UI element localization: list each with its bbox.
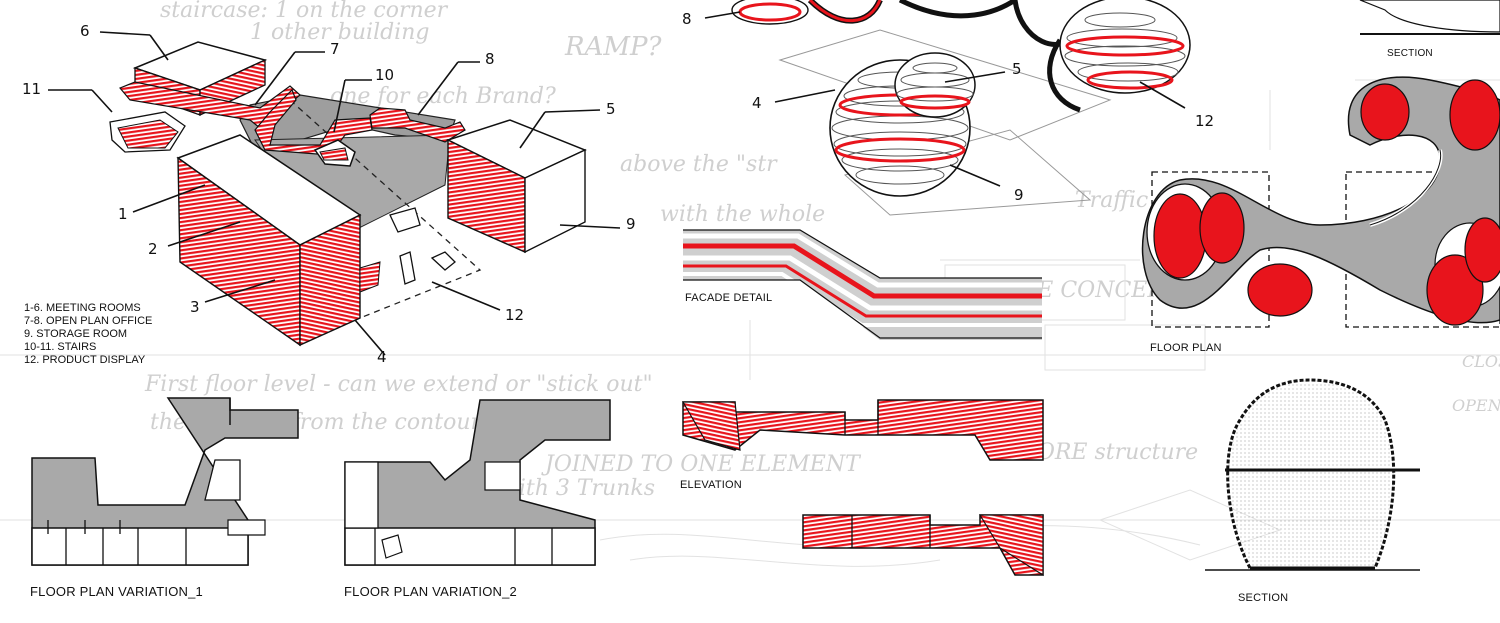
- note-staircase: staircase: 1 on the corner: [160, 0, 448, 23]
- floor-plan-variation-1: [31, 397, 299, 566]
- legend-line: 7-8. OPEN PLAN OFFICE: [24, 315, 153, 327]
- callout-4: 4: [377, 348, 387, 366]
- caption-section-bottom: SECTION: [1238, 592, 1289, 604]
- callout-7: 7: [330, 40, 340, 58]
- callout-12: 12: [505, 306, 525, 324]
- callout-sketch-5: 5: [1012, 60, 1022, 78]
- callout-6: 6: [80, 22, 90, 40]
- callout-1: 1: [118, 205, 128, 223]
- axonometric-building: [48, 31, 621, 356]
- note-core: CORE structure: [1020, 440, 1199, 465]
- callout-5: 5: [606, 100, 616, 118]
- caption-variation-2: FLOOR PLAN VARIATION_2: [344, 584, 517, 599]
- callout-9: 9: [626, 215, 636, 233]
- note-above: above the "str: [620, 152, 777, 177]
- caption-floor-plan: FLOOR PLAN: [1150, 342, 1222, 354]
- caption-section-top: SECTION: [1387, 48, 1433, 59]
- legend-line: 12. PRODUCT DISPLAY: [24, 354, 146, 366]
- elevation-drawing: [681, 399, 1044, 577]
- note-ramp: RAMP?: [565, 32, 662, 62]
- caption-facade-detail: FACADE DETAIL: [685, 292, 773, 304]
- note-brand: one for each Brand?: [330, 84, 556, 109]
- floor-plan-variation-2: [344, 399, 611, 566]
- callout-sketch-9: 9: [1014, 186, 1024, 204]
- organic-building-sketch: [704, 0, 1191, 216]
- legend-line: 10-11. STAIRS: [24, 341, 97, 353]
- callout-2: 2: [148, 240, 158, 258]
- callout-11: 11: [22, 80, 42, 98]
- caption-elevation: ELEVATION: [680, 479, 742, 491]
- note-first-floor: First floor level - can we extend or "st…: [145, 372, 653, 397]
- callout-sketch-8: 8: [682, 10, 692, 28]
- note-other-building: 1 other building: [250, 20, 430, 45]
- egg-section-drawing: [1205, 378, 1420, 571]
- caption-variation-1: FLOOR PLAN VARIATION_1: [30, 584, 203, 599]
- note-clos: CLOS: [1462, 352, 1500, 371]
- note-joined: JOINED TO ONE ELEMENT: [545, 452, 860, 477]
- callout-sketch-4: 4: [752, 94, 762, 112]
- callout-3: 3: [190, 298, 200, 316]
- callout-10: 10: [375, 66, 395, 84]
- note-whole: with the whole: [660, 202, 826, 227]
- note-trunks: with 3 Trunks: [500, 476, 656, 501]
- callout-sketch-12: 12: [1195, 112, 1215, 130]
- legend-line: 1-6. MEETING ROOMS: [24, 302, 141, 314]
- note-open: OPEN: [1452, 396, 1500, 415]
- facade-detail-drawing: [683, 229, 1042, 340]
- tree-floor-plan: [1141, 0, 1500, 328]
- room-legend: 1-6. MEETING ROOMS 7-8. OPEN PLAN OFFICE…: [24, 302, 152, 367]
- callout-8: 8: [485, 50, 495, 68]
- legend-line: 9. STORAGE ROOM: [24, 328, 128, 340]
